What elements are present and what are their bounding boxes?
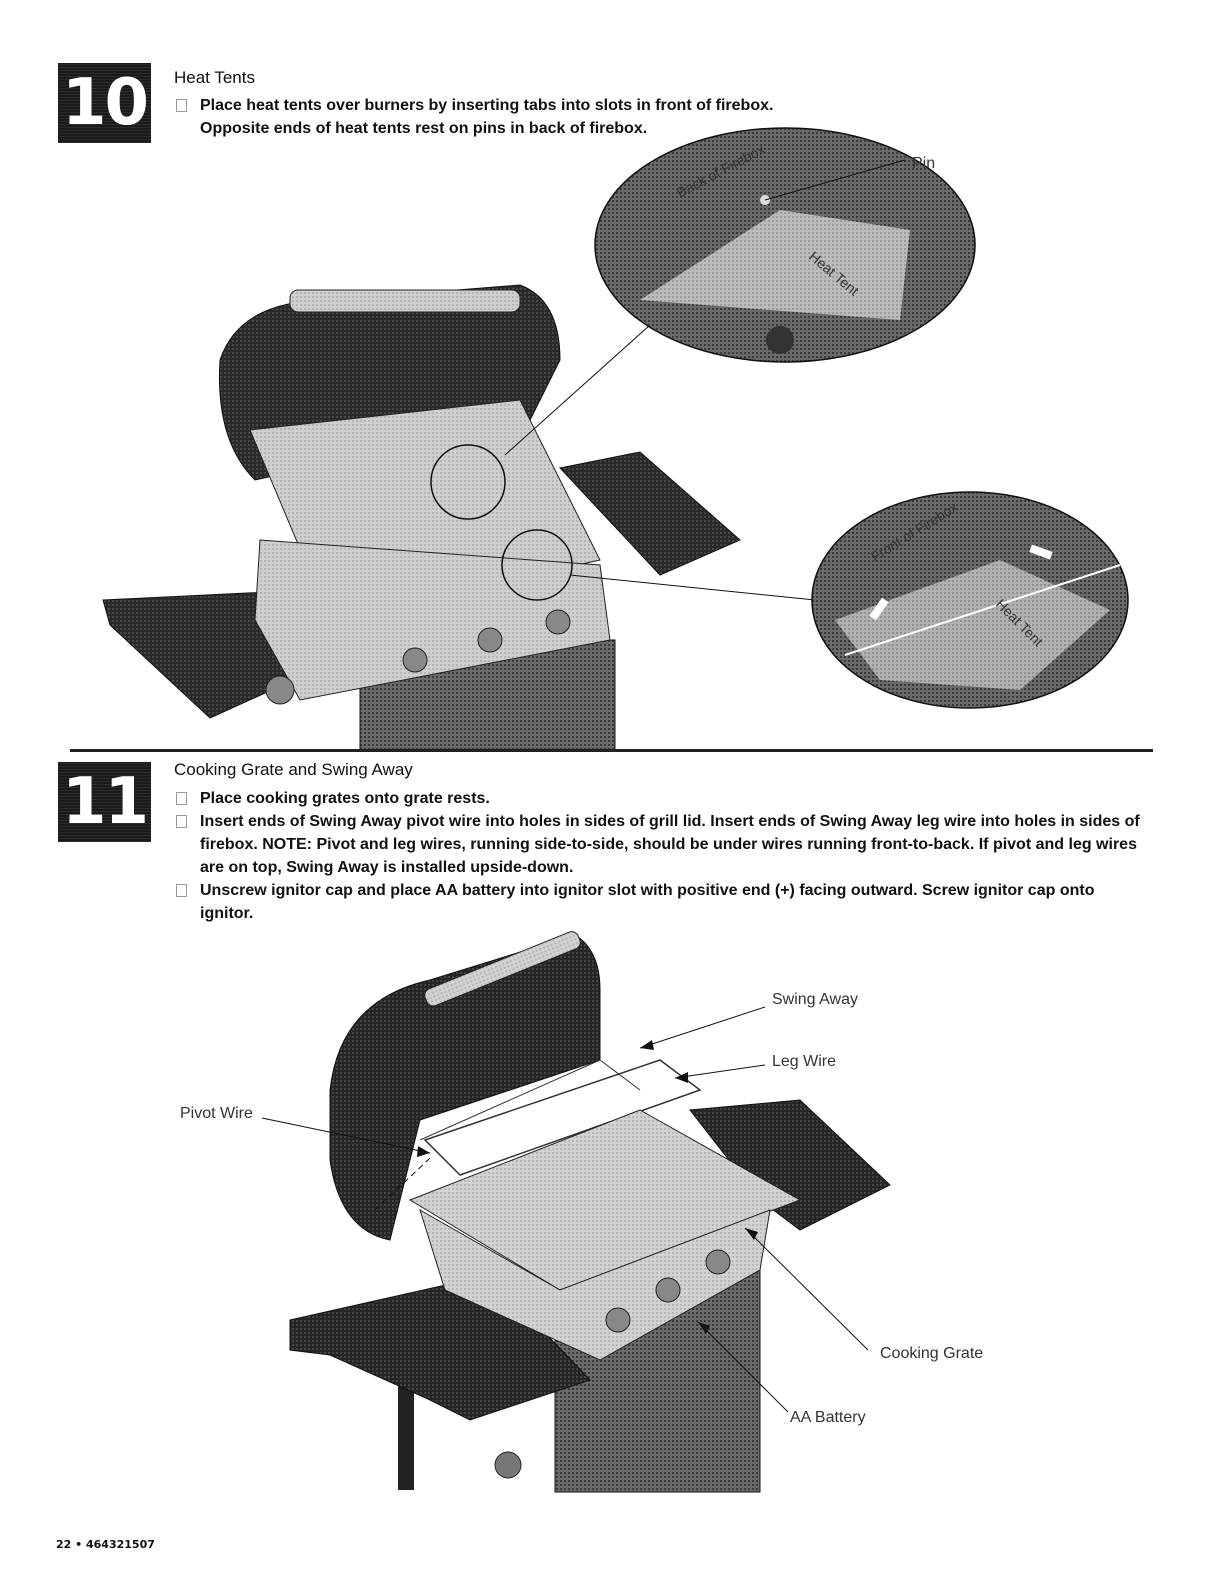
callout-swing-away: Swing Away bbox=[772, 991, 858, 1008]
step-10-bullets: Place heat tents over burners by inserti… bbox=[176, 94, 816, 140]
step-11-bullet-2: Insert ends of Swing Away pivot wire int… bbox=[176, 810, 1151, 879]
callout-pivot-wire: Pivot Wire bbox=[180, 1105, 253, 1122]
magnified-back-firebox bbox=[594, 127, 976, 363]
step-10-illustration: Pin Back of Firebox Heat Tent Front of F… bbox=[102, 127, 1129, 752]
callout-pin: Pin bbox=[912, 155, 935, 172]
swing-away-rack bbox=[419, 1059, 702, 1176]
grill-lid bbox=[329, 934, 601, 1241]
detail-marker-bottom bbox=[501, 529, 573, 601]
step-11-bullet-1: Place cooking grates onto grate rests. bbox=[176, 787, 1151, 810]
checkbox-icon bbox=[176, 815, 187, 828]
detail-marker-top bbox=[430, 444, 506, 520]
lid-handle bbox=[289, 289, 521, 313]
cooking-grate bbox=[408, 1109, 802, 1291]
step-11-title: Cooking Grate and Swing Away bbox=[174, 760, 413, 779]
right-side-shelf bbox=[559, 451, 741, 576]
step-10-title: Heat Tents bbox=[174, 68, 255, 87]
checkbox-icon bbox=[176, 792, 187, 805]
cart-leg bbox=[398, 1380, 414, 1490]
control-panel bbox=[419, 1208, 771, 1361]
page-footer: 22 • 464321507 bbox=[56, 1538, 155, 1551]
checkbox-icon bbox=[176, 99, 187, 112]
knob-icon bbox=[655, 1277, 681, 1303]
step-11-bullet-3: Unscrew ignitor cap and place AA battery… bbox=[176, 879, 1151, 925]
knob-icon bbox=[477, 627, 503, 653]
step-11-bullets: Place cooking grates onto grate rests. I… bbox=[176, 787, 1151, 925]
callout-aa-battery: AA Battery bbox=[790, 1409, 866, 1426]
step-11-badge: 11 bbox=[58, 762, 151, 842]
callout-leg-wire: Leg Wire bbox=[772, 1053, 836, 1070]
step-10-bullet-1: Place heat tents over burners by inserti… bbox=[176, 94, 816, 140]
knob-icon bbox=[545, 609, 571, 635]
knob-icon bbox=[402, 647, 428, 673]
magnified-front-firebox bbox=[811, 491, 1129, 709]
section-divider bbox=[70, 749, 1153, 752]
knob-icon bbox=[705, 1249, 731, 1275]
step-10-badge: 10 bbox=[58, 63, 151, 143]
callout-cooking-grate: Cooking Grate bbox=[880, 1345, 983, 1362]
knob-icon bbox=[605, 1307, 631, 1333]
checkbox-icon bbox=[176, 884, 187, 897]
control-panel bbox=[254, 539, 611, 701]
knob-icon bbox=[265, 675, 295, 705]
ignitor-icon bbox=[494, 1451, 522, 1479]
lid-handle bbox=[424, 931, 581, 1007]
